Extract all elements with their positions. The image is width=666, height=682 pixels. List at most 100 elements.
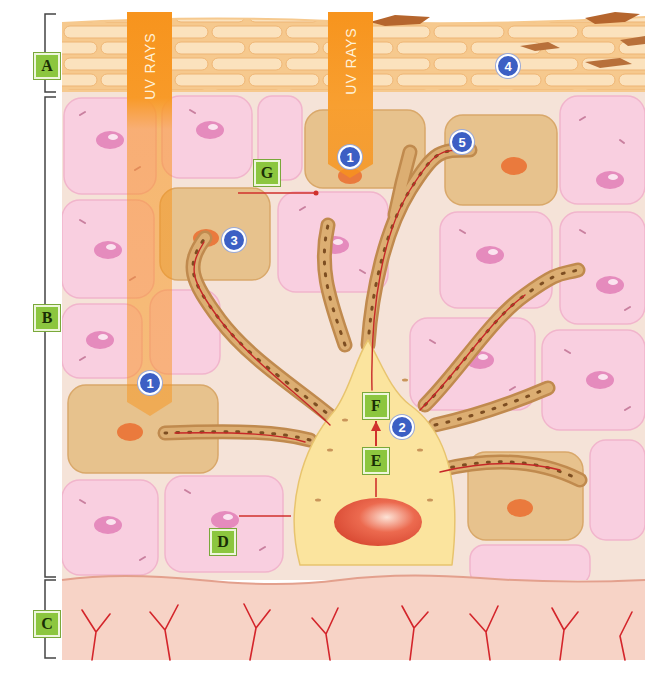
capillary bbox=[620, 612, 632, 660]
label-text: D bbox=[217, 534, 229, 550]
nucleus-highlight bbox=[608, 174, 618, 180]
melanosome bbox=[440, 462, 580, 480]
melanocyte-body bbox=[294, 340, 455, 565]
label-text: 2 bbox=[398, 421, 405, 434]
keratinocyte-nucleus bbox=[211, 511, 239, 529]
keratinocyte bbox=[165, 476, 283, 572]
melanosome bbox=[435, 388, 548, 425]
callout-number: 3 bbox=[222, 228, 246, 252]
dendrite bbox=[368, 150, 470, 345]
melanocyte-nucleus bbox=[334, 498, 422, 546]
keratinocyte-nucleus bbox=[86, 331, 114, 349]
nucleus-highlight bbox=[223, 514, 233, 520]
body-melanosome bbox=[402, 379, 408, 382]
dendrite-core bbox=[324, 225, 345, 345]
pigmented-keratinocyte bbox=[160, 188, 270, 280]
body-melanosome bbox=[342, 419, 348, 422]
nucleus-highlight bbox=[608, 279, 618, 285]
dermis-layer bbox=[62, 575, 645, 584]
uv-ray-band: UV RAYS bbox=[127, 12, 172, 402]
leader-line bbox=[238, 191, 376, 517]
label-text: E bbox=[371, 453, 382, 469]
nucleus-highlight bbox=[478, 354, 488, 360]
nucleus-highlight bbox=[106, 244, 116, 250]
label-text: 1 bbox=[146, 377, 153, 390]
transport-path bbox=[372, 150, 468, 390]
callout-number: 4 bbox=[496, 54, 520, 78]
body-melanosome bbox=[315, 499, 321, 502]
keratinocyte bbox=[62, 480, 158, 575]
dendrite-core bbox=[193, 238, 335, 420]
capillary bbox=[470, 606, 498, 660]
transport-path bbox=[175, 150, 560, 472]
body-melanosome bbox=[427, 499, 433, 502]
dendrite bbox=[435, 388, 548, 425]
dendrite bbox=[425, 270, 578, 405]
capillary bbox=[402, 606, 428, 660]
callout-number: 5 bbox=[450, 130, 474, 154]
callout-number: 2 bbox=[390, 415, 414, 439]
nucleus-highlight bbox=[598, 374, 608, 380]
stratum-corneum bbox=[585, 58, 632, 68]
transport-path bbox=[420, 295, 525, 410]
label-text: 5 bbox=[458, 136, 465, 149]
dendrite bbox=[193, 238, 335, 420]
capillary bbox=[150, 605, 178, 660]
leader-line bbox=[239, 515, 291, 517]
keratinocyte bbox=[470, 545, 590, 580]
keratinocyte-nucleus bbox=[476, 246, 504, 264]
pigmented-nucleus bbox=[117, 423, 143, 441]
leader-line bbox=[238, 192, 314, 194]
keratinocyte bbox=[162, 96, 252, 178]
part-letter-box: E bbox=[363, 448, 389, 474]
dendrite-core bbox=[368, 150, 470, 345]
keratinocyte-nucleus bbox=[96, 131, 124, 149]
nucleus-highlight bbox=[488, 249, 498, 255]
part-letter-box: G bbox=[254, 160, 280, 186]
keratinocyte-nucleus bbox=[94, 516, 122, 534]
body-melanosome bbox=[417, 449, 423, 452]
capillary bbox=[312, 608, 338, 660]
keratinocyte bbox=[560, 96, 645, 204]
melanosome bbox=[368, 150, 470, 345]
melanosome bbox=[425, 270, 578, 405]
part-letter-box: D bbox=[210, 529, 236, 555]
transport-path bbox=[440, 463, 560, 472]
uv-ray-tip bbox=[127, 402, 172, 416]
label-text: 1 bbox=[346, 151, 353, 164]
transport-path bbox=[194, 242, 330, 425]
melanosome bbox=[193, 238, 335, 420]
keratinocyte bbox=[590, 440, 645, 540]
keratinocyte-nucleus bbox=[586, 371, 614, 389]
label-text: G bbox=[261, 165, 273, 181]
body-melanosome bbox=[315, 379, 433, 502]
keratinocyte-nucleus bbox=[596, 171, 624, 189]
stratum-corneum bbox=[585, 12, 640, 24]
label-text: UV RAYS bbox=[344, 27, 358, 94]
label-text: 4 bbox=[504, 60, 511, 73]
dendrite-core bbox=[440, 462, 580, 480]
keratinocyte-nucleus bbox=[94, 241, 122, 259]
dermis-layer bbox=[62, 575, 645, 660]
keratinocyte-nucleus bbox=[596, 276, 624, 294]
uv-ray-band: UV RAYS bbox=[328, 12, 373, 164]
nucleus-highlight bbox=[98, 334, 108, 340]
keratinocyte-nucleus bbox=[196, 121, 224, 139]
dendrite-core bbox=[435, 388, 548, 425]
stratum-corneum bbox=[620, 36, 645, 46]
nucleus-highlight bbox=[333, 239, 343, 245]
nucleus-highlight bbox=[106, 519, 116, 525]
melanosome bbox=[324, 225, 345, 345]
keratinocyte bbox=[258, 96, 302, 180]
pigmented-keratinocyte bbox=[445, 115, 557, 205]
layer-letter-box: A bbox=[34, 53, 60, 79]
leader-line bbox=[314, 191, 319, 196]
pigmented-nucleus bbox=[501, 157, 527, 175]
label-text: A bbox=[41, 58, 53, 74]
stratum-corneum bbox=[520, 42, 560, 51]
callout-number: 1 bbox=[138, 371, 162, 395]
leader-line bbox=[375, 478, 377, 497]
capillary bbox=[244, 604, 270, 660]
nucleus-highlight bbox=[108, 134, 118, 140]
